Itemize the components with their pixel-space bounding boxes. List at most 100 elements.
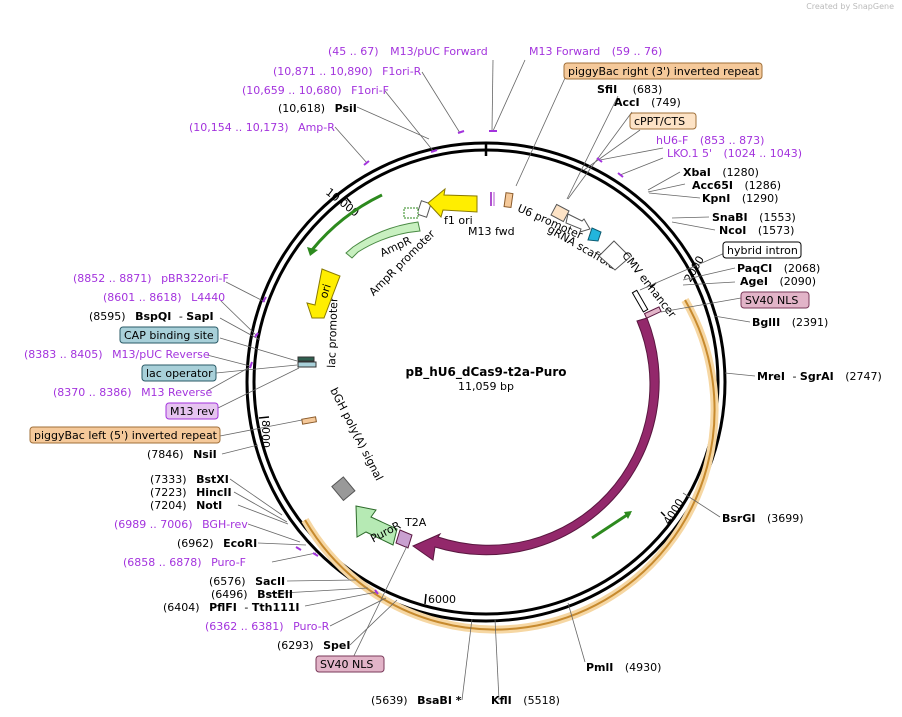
m13-fwd-label: M13 fwd (468, 225, 515, 238)
piggybac-left-box (29, 426, 221, 444)
label-puro-r: (6362 .. 6381) Puro-R (205, 620, 330, 633)
hybrid-intron-box-text: hybrid intron (727, 244, 798, 257)
sv40-bottom-box (315, 655, 385, 673)
plasmid-size: 11,059 bp (458, 380, 514, 393)
hybrid-intron-feature (631, 289, 649, 313)
t2a-feature (395, 529, 413, 549)
f1-ori-feature (427, 187, 478, 218)
cppt-box-text: cPPT/CTS (634, 115, 685, 128)
label-hu6-f: hU6-F (853 .. 873) (656, 134, 764, 147)
label-pmli: PmlI (4930) (586, 661, 661, 674)
bgh-polya-feature (331, 476, 356, 502)
green-arrow-left-head (307, 247, 318, 256)
sv40-top-box (740, 291, 810, 309)
u6-promoter-feature (565, 213, 591, 233)
cap-binding-box-text: CAP binding site (124, 329, 214, 342)
puror-feature (355, 505, 398, 546)
tick-4000 (660, 511, 666, 517)
leader-lines (206, 59, 756, 701)
green-arrow-right (591, 511, 631, 540)
tick-6000 (424, 593, 427, 605)
label-l4440: (8601 .. 8618) L4440 (103, 291, 225, 304)
label-amp-r: (10,154 .. 10,173) Amp-R (189, 121, 335, 134)
green-arrow-right-head (624, 511, 632, 519)
ampr-feature (345, 221, 421, 259)
lac-operator-box-text: lac operator (146, 367, 213, 380)
label-paqci: PaqCI (2068) (737, 262, 820, 275)
plasmid-name: pB_hU6_dCas9-t2a-Puro (405, 365, 566, 380)
grna-scaffold-feature (587, 227, 602, 242)
label-mrei-sgrai: MreI - SgrAI (2747) (757, 370, 882, 383)
lac-promoter-label: lac promoter (325, 297, 340, 368)
piggybac-right-box (563, 62, 763, 80)
m13rev-box (165, 402, 219, 420)
label-sfii: SfiI (683) (597, 83, 662, 96)
label-m13-forward: M13 Forward (59 .. 76) (529, 45, 662, 58)
label-psii: (10,618) PsiI (278, 102, 357, 115)
green-arrow-left (310, 193, 383, 251)
label-acc65i: Acc65I (1286) (692, 179, 781, 192)
label-nsii: (7846) NsiI (147, 448, 217, 461)
label-hincii: (7223) HincII (150, 486, 232, 499)
tick-label-8000: 8000 (259, 420, 272, 448)
cppt-feature (550, 203, 570, 223)
label-bspqi-sapi: (8595) BspQI - SapI (89, 310, 214, 323)
piggybac-right-feature (503, 192, 514, 209)
label-m13-reverse: (8370 .. 8386) M13 Reverse (53, 386, 212, 399)
label-ncoi: NcoI (1573) (719, 224, 794, 237)
cppt-box (629, 112, 697, 130)
label-bsteii: (6496) BstEII (211, 588, 293, 601)
lac-operator-box (141, 364, 217, 382)
label-sacii: (6576) SacII (209, 575, 285, 588)
lac-operator-feature (297, 361, 317, 368)
left-labels: (45 .. 67) M13/pUC Forward (10,871 .. 10… (24, 45, 488, 707)
primer-ticks (249, 130, 624, 595)
label-puro-f: (6858 .. 6878) Puro-F (123, 556, 246, 569)
label-pbr322ori-f: (8852 .. 8871) pBR322ori-F (73, 272, 229, 285)
cmv-enhancer-feature (598, 240, 631, 271)
label-kfli: KflI (5518) (491, 694, 560, 707)
cmv-enhancer-label: CMV enhancer (619, 249, 679, 320)
label-f1ori-f: (10,659 .. 10,680) F1ori-F (242, 84, 389, 97)
label-acci: AccI (749) (614, 96, 681, 109)
label-bsrgi: BsrGI (3699) (722, 512, 804, 525)
ampr-promoter-feature (416, 200, 432, 218)
cas9-highlight-inner (304, 299, 716, 631)
cas9-feature (411, 317, 660, 561)
snapgene-credit: Created by SnapGene (806, 2, 894, 11)
label-lko1-5: LKO.1 5' (1024 .. 1043) (667, 147, 802, 160)
right-labels: M13 Forward (59 .. 76) SfiI (683) AccI (… (491, 45, 882, 707)
label-noti: (7204) NotI (150, 499, 222, 512)
sv40-bottom-box-text: SV40 NLS (320, 658, 373, 671)
ampr-promoter-stripes (403, 207, 419, 219)
label-m13-puc-reverse: (8383 .. 8405) M13/pUC Reverse (24, 348, 210, 361)
label-agei: AgeI (2090) (740, 275, 816, 288)
label-kpni: KpnI (1290) (702, 192, 778, 205)
label-m13-puc-forward: (45 .. 67) M13/pUC Forward (328, 45, 488, 58)
tick-8000 (258, 416, 270, 419)
hybrid-intron-box (722, 241, 802, 259)
label-xbai: XbaI (1280) (683, 166, 759, 179)
tick-label-6000: 6000 (428, 593, 456, 606)
label-pflfi-tth111i: (6404) PflFI - Tth111I (163, 601, 300, 614)
boxed-labels: piggyBac right (3') inverted repeat cPPT… (29, 62, 810, 673)
sv40-nls-top-feature (643, 306, 662, 319)
m13rev-box-text: M13 rev (170, 405, 215, 418)
t2a-label: T2A (404, 516, 427, 529)
sv40-top-box-text: SV40 NLS (745, 294, 798, 307)
label-ecori: (6962) EcoRI (177, 537, 257, 550)
piggybac-right-box-text: piggyBac right (3') inverted repeat (568, 65, 760, 78)
label-bglii: BglII (2391) (752, 316, 828, 329)
label-bgh-rev: (6989 .. 7006) BGH-rev (114, 518, 248, 531)
f1-ori-label: f1 ori (444, 214, 473, 227)
label-snabi: SnaBI (1553) (712, 211, 796, 224)
ori-feature (306, 268, 341, 319)
label-spei: (6293) SpeI (277, 639, 350, 652)
piggybac-left-box-text: piggyBac left (5') inverted repeat (34, 429, 218, 442)
cap-binding-feature (297, 356, 315, 362)
label-f1ori-r: (10,871 .. 10,890) F1ori-R (273, 65, 422, 78)
bgh-polya-label: bGH poly(A) signal (327, 385, 385, 482)
tick-10000 (344, 195, 352, 204)
cap-binding-box (119, 326, 219, 344)
